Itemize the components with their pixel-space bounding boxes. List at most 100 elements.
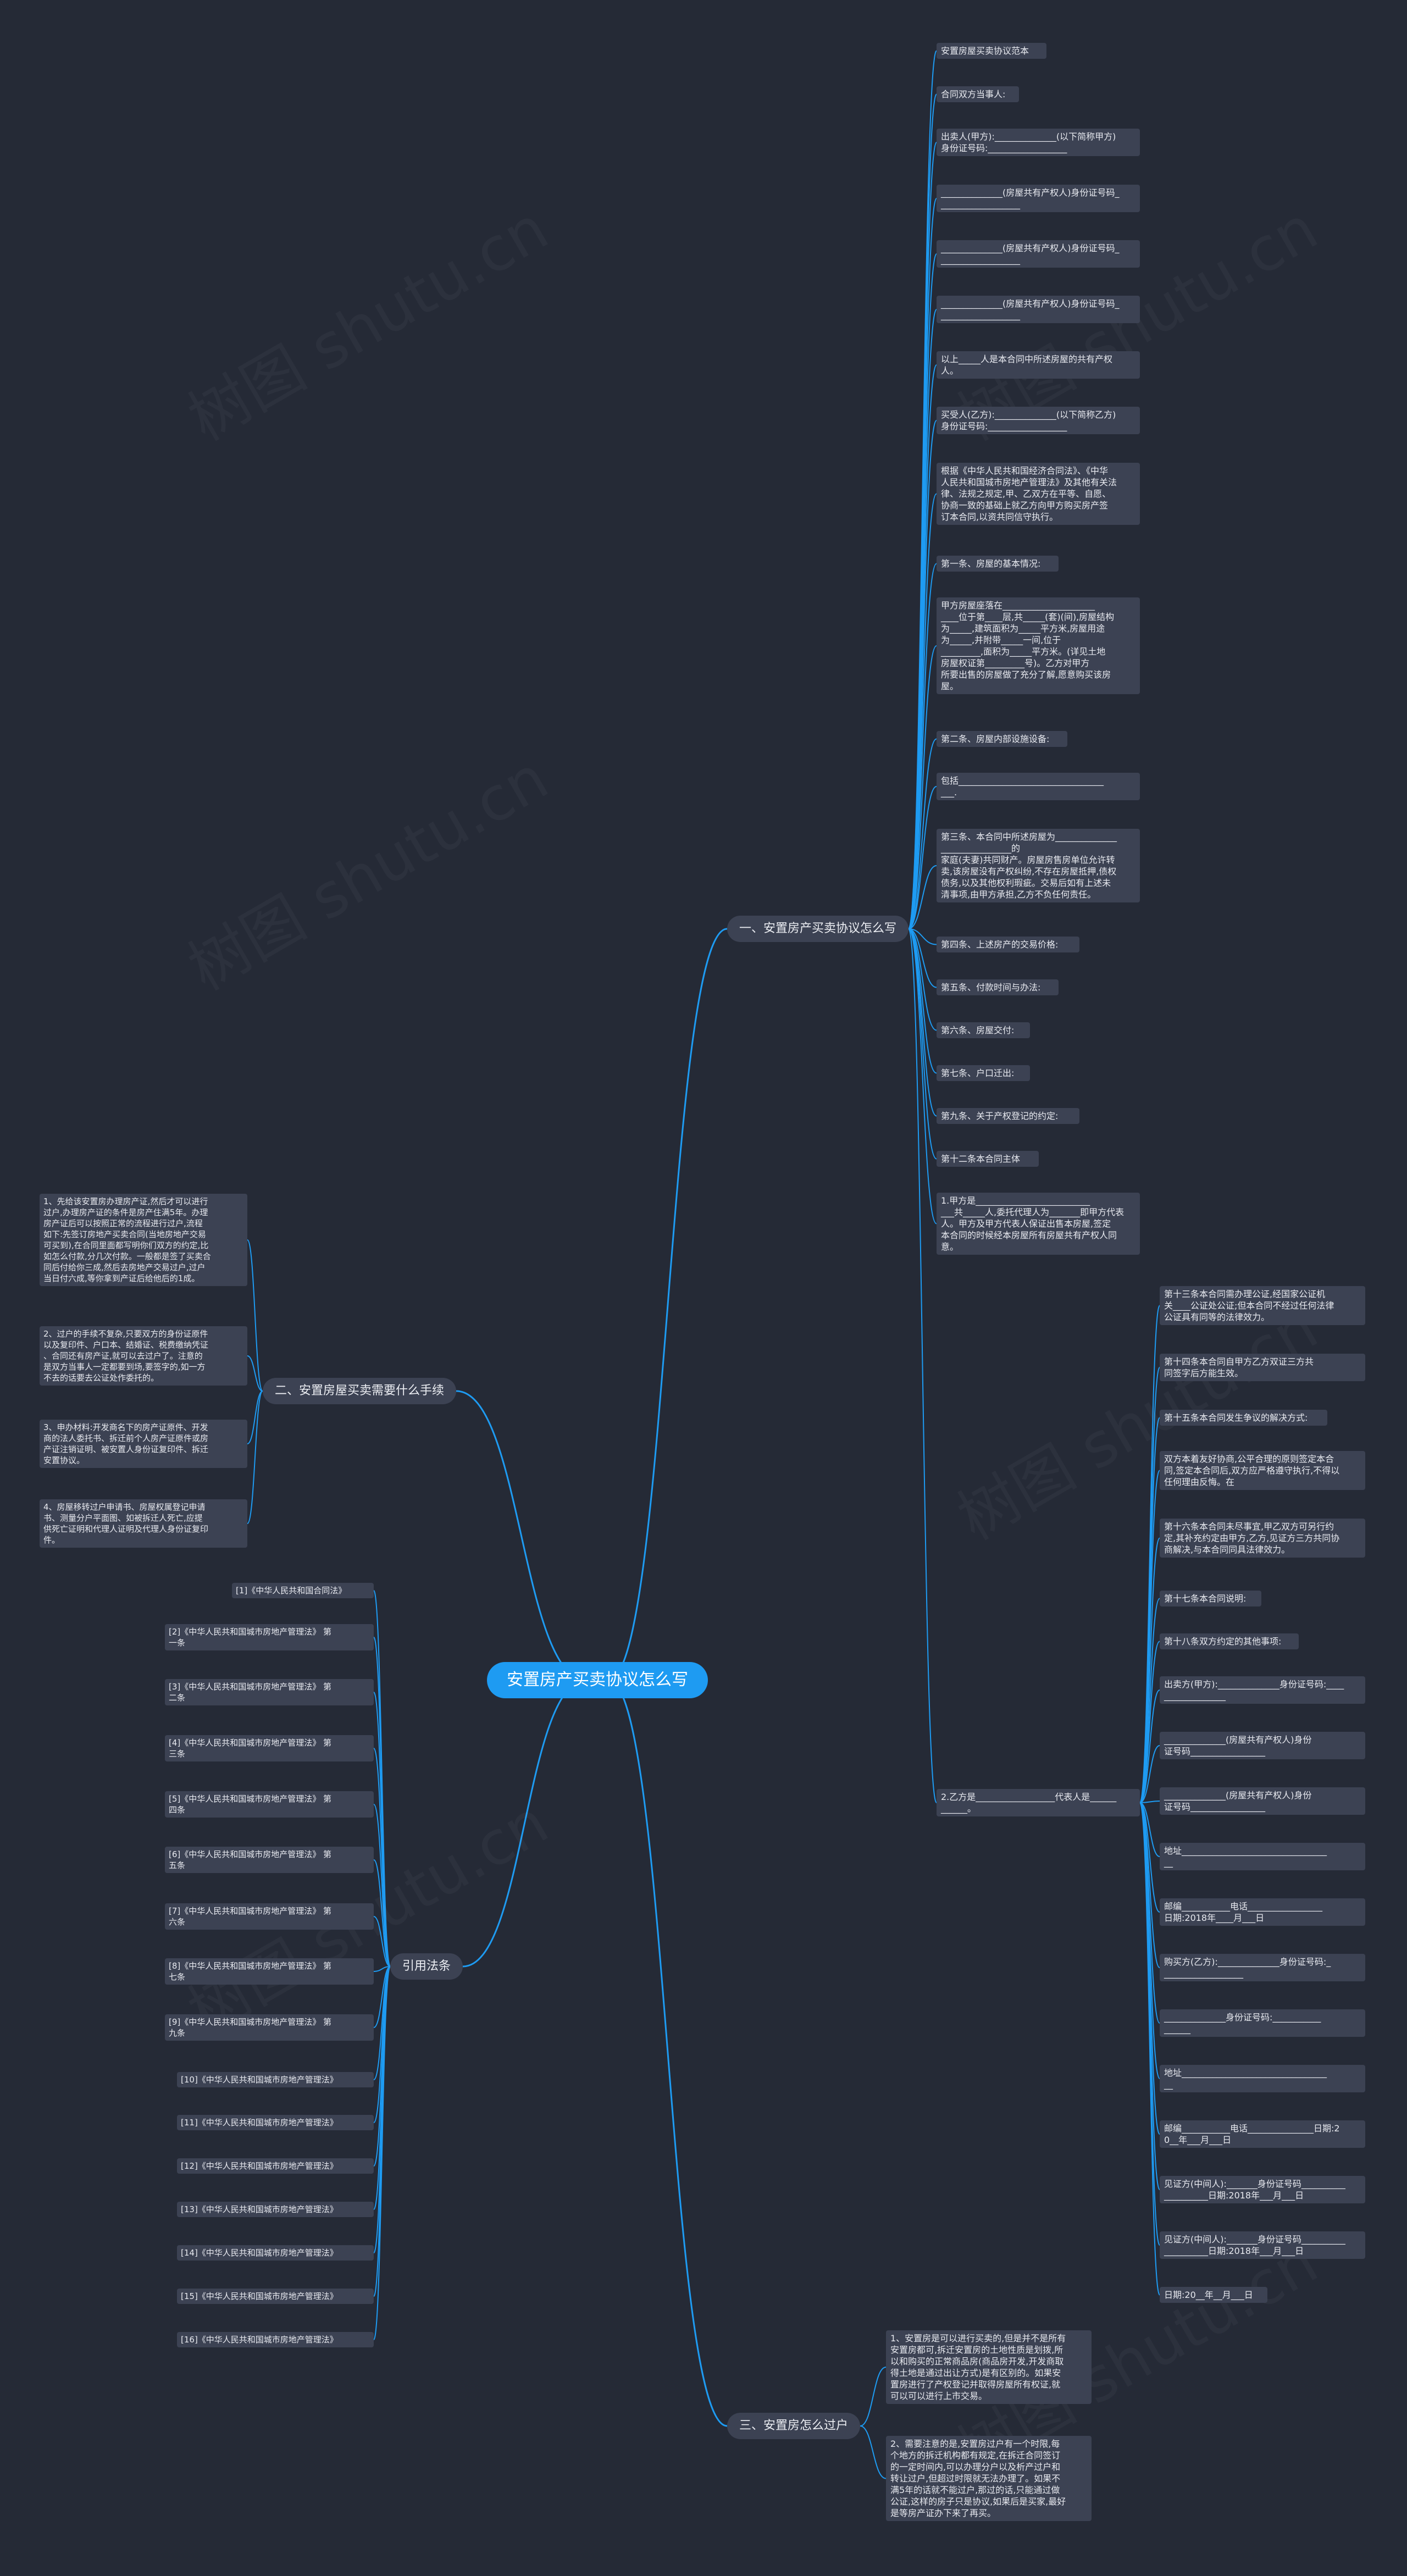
contract-item[interactable]: 第一条、房屋的基本情况: [937,556,1059,572]
contract-sub-item[interactable]: 见证方(中间人):_______身份证号码__________ ________… [1160,2176,1365,2203]
contract-item[interactable]: 第四条、上述房产的交易价格: [937,937,1079,952]
root-topic[interactable]: 安置房产买卖协议怎么写 [487,1662,708,1698]
connector-line [1139,1802,1160,1913]
contract-sub-item[interactable]: 第十四条本合同自甲方乙方双证三方共 同签字后方能生效。 [1160,1354,1365,1381]
contract-item[interactable]: 2.乙方是__________________代表人是______ ______… [937,1789,1140,1816]
contract-sub-item[interactable]: 购买方(乙方):______________身份证号码:_ __________… [1160,1954,1365,1981]
contract-item[interactable]: 以上_____人是本合同中所述房屋的共有产权 人。 [937,351,1140,379]
connector-line [908,786,937,929]
procedure-item[interactable]: 4、房屋移转过户申请书、房屋权属登记申请 书、测量分户平面图、如被拆迁人死亡,应… [40,1499,247,1548]
contract-item[interactable]: 第十二条本合同主体 [937,1151,1039,1167]
contract-sub-item[interactable]: 第十八条双方约定的其他事项: [1160,1633,1299,1649]
law-citation[interactable]: [11]《中华人民共和国城市房地产管理法》 [177,2115,374,2130]
connector-line [608,928,728,1681]
contract-sub-item[interactable]: 第十三条本合同需办理公证,经国家公证机 关____公证处公证;但本合同不经过任何… [1160,1286,1365,1325]
contract-item[interactable]: 1.甲方是__________________________ ___共____… [937,1193,1140,1255]
law-citation[interactable]: [5]《中华人民共和国城市房地产管理法》 第 四条 [165,1791,374,1818]
connector-line [908,928,937,988]
connector-line [608,1679,728,2427]
connector-line [373,1804,391,1967]
law-citation[interactable]: [15]《中华人民共和国城市房地产管理法》 [177,2289,374,2304]
connector-line [860,2367,887,2427]
contract-item[interactable]: 合同双方当事人: [937,86,1019,102]
law-citation[interactable]: [2]《中华人民共和国城市房地产管理法》 第 一条 [165,1624,374,1650]
procedure-item[interactable]: 3、申办材料:开发商名下的房产证原件、开发 商的法人委托书、拆迁前个人房产证原件… [40,1420,247,1468]
contract-sub-item[interactable]: ______________身份证号码:___________ ______ [1160,2009,1365,2037]
connector-line [373,1966,391,2253]
contract-sub-item[interactable]: 地址_________________________________ __ [1160,2065,1365,2092]
contract-sub-item[interactable]: 双方本着友好协商,公平合理的原则签定本合 同,签定本合同后,双方应严格遵守执行,… [1160,1451,1365,1490]
procedure-item[interactable]: 2、过户的手续不复杂,只要双方的身份证原件 以及复印件、户口本、结婚证、税费缴纳… [40,1326,247,1386]
branch-contract-how-to[interactable]: 一、安置房产买卖协议怎么写 [727,916,909,942]
contract-sub-item[interactable]: 日期:20__年__月___日 [1160,2287,1267,2303]
contract-item[interactable]: 甲方房屋座落在_____________________ ____位于第____… [937,597,1140,694]
contract-item[interactable]: ______________(房屋共有产权人)身份证号码_ __________… [937,296,1140,323]
connector-line [373,1859,391,1967]
contract-item[interactable]: 第六条、房屋交付: [937,1022,1030,1038]
connector-line [247,1239,263,1392]
connector-line [908,563,937,929]
connector-line [908,645,937,929]
contract-sub-item[interactable]: 第十七条本合同说明: [1160,1591,1261,1606]
connector-line [908,928,937,1031]
contract-item[interactable]: 买受人(乙方):______________(以下简称乙方) 身份证号码:___… [937,407,1140,434]
law-citation[interactable]: [7]《中华人民共和国城市房地产管理法》 第 六条 [165,1903,374,1930]
connector-line [1139,1801,1160,1803]
contract-item[interactable]: 安置房屋买卖协议范本 [937,43,1046,59]
contract-sub-item[interactable]: 第十五条本合同发生争议的解决方式: [1160,1410,1327,1426]
contract-sub-item[interactable]: 见证方(中间人):_______身份证号码__________ ________… [1160,2231,1365,2259]
law-citation[interactable]: [12]《中华人民共和国城市房地产管理法》 [177,2158,374,2174]
contract-item[interactable]: 第三条、本合同中所述房屋为______________ ____________… [937,829,1140,902]
contract-item[interactable]: 出卖人(甲方):______________(以下简称甲方) 身份证号码:___… [937,129,1140,156]
contract-sub-item[interactable]: 邮编___________电话_______________日期:2 0__年_… [1160,2120,1365,2148]
law-citation[interactable]: [1]《中华人民共和国合同法》 [232,1583,374,1598]
contract-item[interactable]: ______________(房屋共有产权人)身份证号码_ __________… [937,185,1140,212]
connector-line [908,928,937,945]
connector-line [1139,1641,1160,1803]
branch-transfer[interactable]: 三、安置房怎么过户 [727,2413,861,2439]
connector-line [373,1692,391,1967]
branch-cited-laws[interactable]: 引用法条 [390,1953,463,1980]
connector-line [247,1355,263,1392]
connector-line [908,364,937,929]
contract-item[interactable]: 第七条、户口迁出: [937,1065,1030,1081]
contract-sub-item[interactable]: 第十六条本合同未尽事宜,甲乙双方可另行约 定,其补充约定由甲方,乙方,见证方三方… [1160,1519,1365,1558]
connector-line [462,1679,586,1968]
contract-item[interactable]: 第二条、房屋内部设施设备: [937,731,1067,747]
connector-line [1139,1745,1160,1803]
law-citation[interactable]: [4]《中华人民共和国城市房地产管理法》 第 三条 [165,1735,374,1761]
transfer-item[interactable]: 2、需要注意的是,安置房过户有一个时限,每 个地方的拆迁机构都有规定,在拆迁合同… [886,2436,1092,2521]
procedure-item[interactable]: 1、先给该安置房办理房产证,然后才可以进行 过户,办理房产证的条件是房产住满5年… [40,1194,247,1286]
contract-sub-item[interactable]: ______________(房屋共有产权人)身份 证号码___________… [1160,1732,1365,1759]
contract-sub-item[interactable]: 地址_________________________________ __ [1160,1843,1365,1870]
law-citation[interactable]: [9]《中华人民共和国城市房地产管理法》 第 九条 [165,2014,374,2041]
law-citation[interactable]: [8]《中华人民共和国城市房地产管理法》 第 七条 [165,1958,374,1985]
law-citation[interactable]: [3]《中华人民共和国城市房地产管理法》 第 二条 [165,1679,374,1705]
contract-item[interactable]: 第五条、付款时间与办法: [937,979,1059,995]
contract-item[interactable]: ______________(房屋共有产权人)身份证号码_ __________… [937,240,1140,268]
law-citation[interactable]: [6]《中华人民共和国城市房地产管理法》 第 五条 [165,1847,374,1873]
contract-item[interactable]: 第九条、关于产权登记的约定: [937,1108,1079,1124]
transfer-item[interactable]: 1、安置房是可以进行买卖的,但是并不是所有 安置房都可,拆迁安置房的土地性质是划… [886,2330,1092,2404]
connector-line [373,1966,391,2028]
branch-procedures[interactable]: 二、安置房屋买卖需要什么手续 [263,1378,457,1404]
connector-line [908,865,937,929]
law-citation[interactable]: [10]《中华人民共和国城市房地产管理法》 [177,2072,374,2087]
connector-line [860,2425,887,2479]
connector-line [908,928,937,1803]
connector-line [908,928,937,1225]
contract-sub-item[interactable]: 邮编___________电话_________________ 日期:2018… [1160,1898,1365,1926]
connector-line [247,1391,263,1444]
law-citation[interactable]: [14]《中华人民共和国城市房地产管理法》 [177,2245,374,2261]
law-citation[interactable]: [13]《中华人民共和国城市房地产管理法》 [177,2202,374,2217]
law-citation[interactable]: [16]《中华人民共和国城市房地产管理法》 [177,2332,374,2347]
connector-line [1139,1802,1160,2296]
contract-item[interactable]: 包括_________________________________ ___. [937,773,1140,800]
contract-sub-item[interactable]: 出卖方(甲方):______________身份证号码:____ _______… [1160,1676,1365,1704]
contract-item[interactable]: 根据《中华人民共和国经济合同法》、《中华 人民共和国城市房地产管理法》及其他有关… [937,463,1140,525]
connector-line [373,1916,391,1967]
contract-sub-item[interactable]: ______________(房屋共有产权人)身份 证号码___________… [1160,1787,1365,1815]
connector-line [1139,1802,1160,1857]
